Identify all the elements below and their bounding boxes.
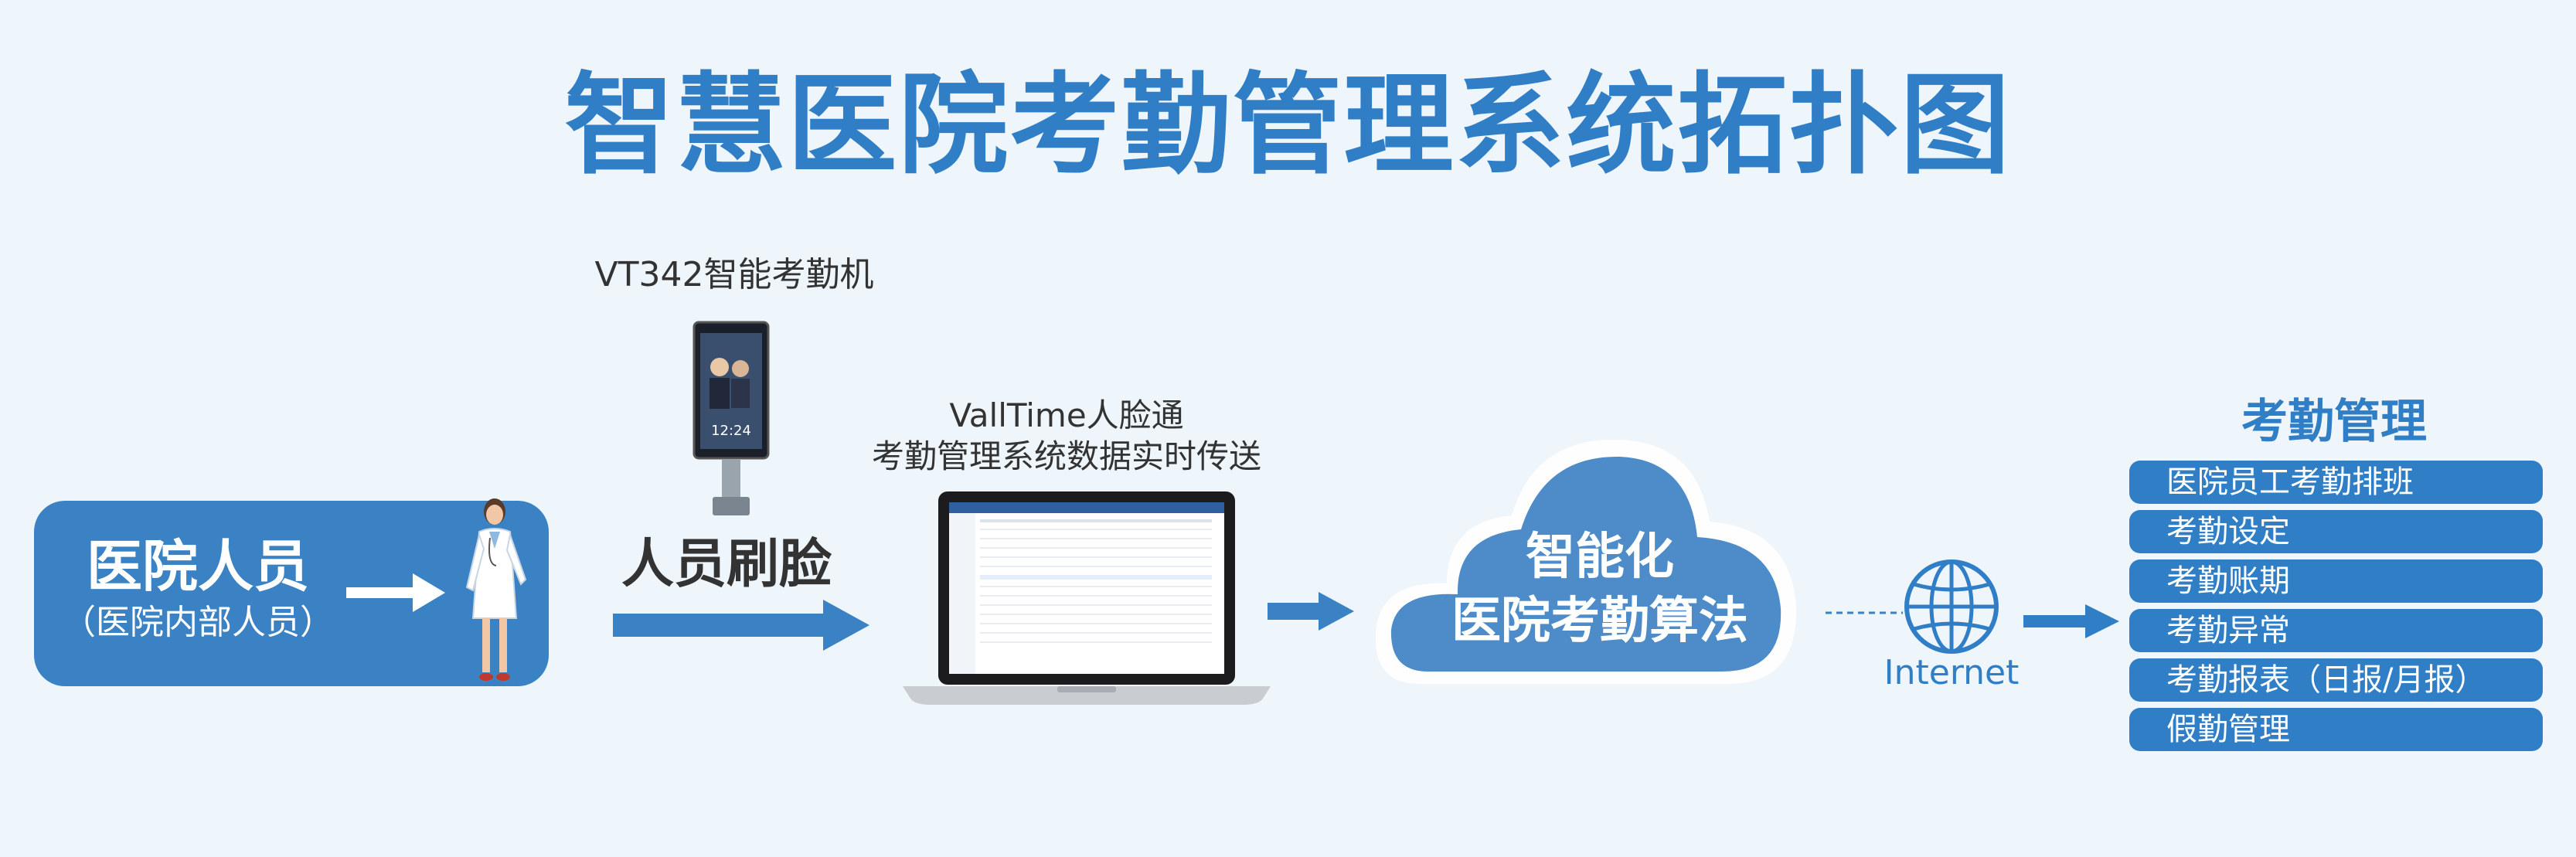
cloud-label: 智能化 医院考勤算法 <box>1407 525 1793 654</box>
doctor-icon <box>465 498 527 681</box>
device-screen-time: 12:24 <box>711 423 751 439</box>
hospital-staff-label: 医院人员 <box>86 534 309 599</box>
device-label: VT342智能考勤机 <box>594 255 874 294</box>
system-label: VallTime人脸通 考勤管理系统数据实时传送 <box>835 396 1298 477</box>
cloud-icon <box>1375 439 1797 684</box>
arrow-right-icon <box>346 573 445 612</box>
hospital-staff-sublabel: （医院内部人员） <box>62 603 334 642</box>
management-list: 医院员工考勤排班 考勤设定 考勤账期 考勤异常 考勤报表（日报/月报） 假勤管理 <box>2129 461 2543 757</box>
globe-icon <box>1904 559 1999 654</box>
cloud-label-line2: 医院考勤算法 <box>1451 593 1748 651</box>
management-item-leave: 假勤管理 <box>2129 708 2543 751</box>
page-title: 智慧医院考勤管理系统拓扑图 <box>564 62 2012 189</box>
flow-arrow-2 <box>1268 592 1354 631</box>
management-item-exceptions: 考勤异常 <box>2129 609 2543 652</box>
dashed-connector <box>1826 611 1903 614</box>
cloud-label-line1: 智能化 <box>1526 529 1674 586</box>
internet-label: Internet <box>1884 653 2020 692</box>
attendance-terminal-icon: 12:24 <box>692 321 770 515</box>
hospital-staff-box <box>34 501 549 686</box>
system-label-line1: VallTime人脸通 <box>949 396 1184 434</box>
system-label-line2: 考勤管理系统数据实时传送 <box>871 437 1261 475</box>
management-title: 考勤管理 <box>2241 395 2427 449</box>
management-item-settings: 考勤设定 <box>2129 510 2543 553</box>
management-item-scheduling: 医院员工考勤排班 <box>2129 461 2543 504</box>
flow-arrow-3 <box>2023 604 2119 638</box>
flow-arrow-1 <box>613 600 869 651</box>
management-item-reports: 考勤报表（日报/月报） <box>2129 658 2543 702</box>
face-scan-label: 人员刷脸 <box>621 534 832 595</box>
laptop-icon <box>903 491 1271 705</box>
management-item-period: 考勤账期 <box>2129 559 2543 603</box>
